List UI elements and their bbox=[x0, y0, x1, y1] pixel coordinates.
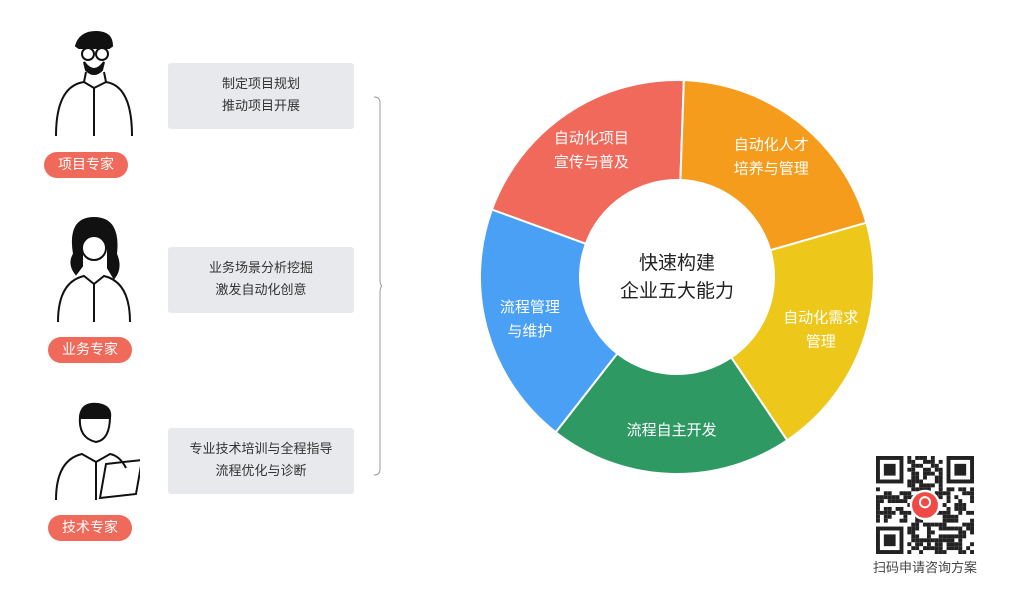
qr-caption: 扫码申请咨询方案 bbox=[872, 561, 977, 576]
center-title: 快速构建 bbox=[639, 252, 715, 274]
segment-3 bbox=[554, 352, 789, 475]
role-description-tech: 专业技术培训与全程指导 流程优化与诊断 bbox=[168, 428, 354, 494]
role-badge-tech: 技术专家 bbox=[48, 515, 132, 541]
segment-label: 宣传与普及 bbox=[554, 153, 629, 171]
qr-code bbox=[876, 456, 974, 554]
segment-label: 流程自主开发 bbox=[627, 421, 717, 439]
tech-expert-illustration bbox=[55, 402, 140, 501]
description-line: 业务场景分析挖掘 bbox=[208, 261, 313, 276]
segment-label: 流程管理 bbox=[500, 298, 560, 316]
description-line: 制定项目规划 bbox=[221, 77, 300, 92]
segment-label: 培养与管理 bbox=[734, 159, 809, 177]
description-line: 推动项目开展 bbox=[221, 99, 300, 114]
segment-label: 与维护 bbox=[507, 322, 552, 340]
segment-label: 自动化人才 bbox=[734, 135, 809, 153]
role-badge-project: 项目专家 bbox=[44, 152, 128, 178]
business-expert-illustration bbox=[57, 216, 131, 323]
project-expert-illustration bbox=[55, 30, 133, 137]
description-line: 激发自动化创意 bbox=[215, 283, 307, 298]
segment-label: 自动化项目 bbox=[554, 129, 629, 147]
brace-connector bbox=[373, 96, 382, 476]
role-description-project: 制定项目规划 推动项目开展 bbox=[168, 63, 354, 129]
description-line: 专业技术培训与全程指导 bbox=[189, 442, 333, 457]
segment-2 bbox=[729, 221, 875, 442]
segment-4 bbox=[479, 208, 619, 434]
center-title: 企业五大能力 bbox=[620, 280, 734, 302]
role-description-business: 业务场景分析挖掘 激发自动化创意 bbox=[168, 247, 354, 313]
role-badge-business: 业务专家 bbox=[48, 337, 132, 363]
segment-label: 自动化需求 bbox=[783, 308, 858, 326]
segment-0 bbox=[490, 79, 685, 246]
segment-1 bbox=[679, 79, 868, 252]
description-line: 流程优化与诊断 bbox=[215, 464, 307, 479]
segment-label: 管理 bbox=[806, 332, 836, 350]
